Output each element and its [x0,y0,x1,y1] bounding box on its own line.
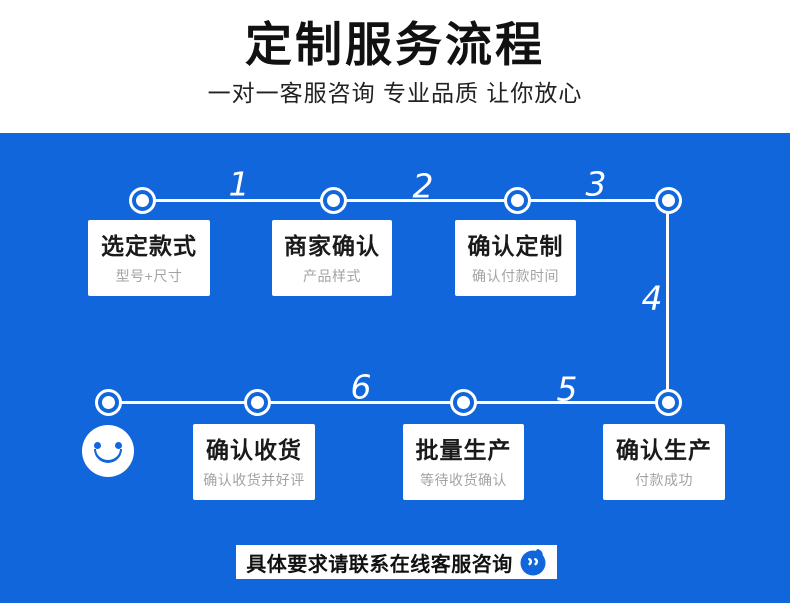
flow-box-subtitle: 确认付款时间 [472,267,559,284]
flow-box-title: 批量生产 [415,437,512,463]
flow-diagram: 1 2 3 4 5 6 选定款式 型号+尺寸 商家确认 产品样式 确认定制 确认… [0,133,790,603]
flow-box-batch-production: 批量生产 等待收货确认 [403,424,524,500]
node-step-5 [450,389,477,416]
flow-box-title: 选定款式 [101,233,197,259]
flow-box-merchant-confirm: 商家确认 产品样式 [272,220,392,296]
node-step-4 [655,187,682,214]
connector-line-bottom [108,401,668,404]
flow-box-title: 确认收货 [206,437,302,463]
step-number-3: 3 [585,164,607,204]
contact-service-banner[interactable]: 具体要求请联系在线客服咨询 [236,545,557,579]
flow-box-subtitle: 付款成功 [635,471,693,488]
step-number-6: 6 [350,367,372,407]
flow-box-confirm-custom: 确认定制 确认付款时间 [455,220,576,296]
flow-box-subtitle: 型号+尺寸 [115,267,183,284]
flow-box-subtitle: 产品样式 [303,267,361,284]
node-step-3 [504,187,531,214]
header: 定制服务流程 一对一客服咨询 专业品质 让你放心 [0,0,790,133]
connector-line-vertical [666,201,669,404]
flow-box-confirm-receipt: 确认收货 确认收货并好评 [193,424,315,500]
banner-text: 具体要求请联系在线客服咨询 [246,553,513,576]
flow-box-title: 商家确认 [284,233,380,259]
flow-box-confirm-production: 确认生产 付款成功 [603,424,725,500]
node-step-2 [320,187,347,214]
flow-box-title: 确认生产 [616,437,712,463]
step-number-4: 4 [641,278,663,318]
smiley-mouth [94,449,122,463]
flow-box-subtitle: 确认收货并好评 [203,471,305,488]
page-subtitle: 一对一客服咨询 专业品质 让你放心 [207,80,583,106]
node-step-end [95,389,122,416]
flow-box-subtitle: 等待收货确认 [420,471,507,488]
node-step-4b [655,389,682,416]
smiley-eye-right [115,442,122,449]
flow-box-title: 确认定制 [467,233,564,259]
chat-bubble-icon[interactable] [520,548,547,576]
node-step-1 [129,187,156,214]
page-title: 定制服务流程 [245,18,545,71]
connector-line-top [142,199,668,202]
node-step-6 [244,389,271,416]
flow-box-select-style: 选定款式 型号+尺寸 [88,220,210,296]
step-number-2: 2 [412,166,434,206]
step-number-5: 5 [556,369,578,409]
step-number-1: 1 [228,164,250,204]
smiley-eye-left [94,442,101,449]
smiley-face-icon [82,425,134,477]
